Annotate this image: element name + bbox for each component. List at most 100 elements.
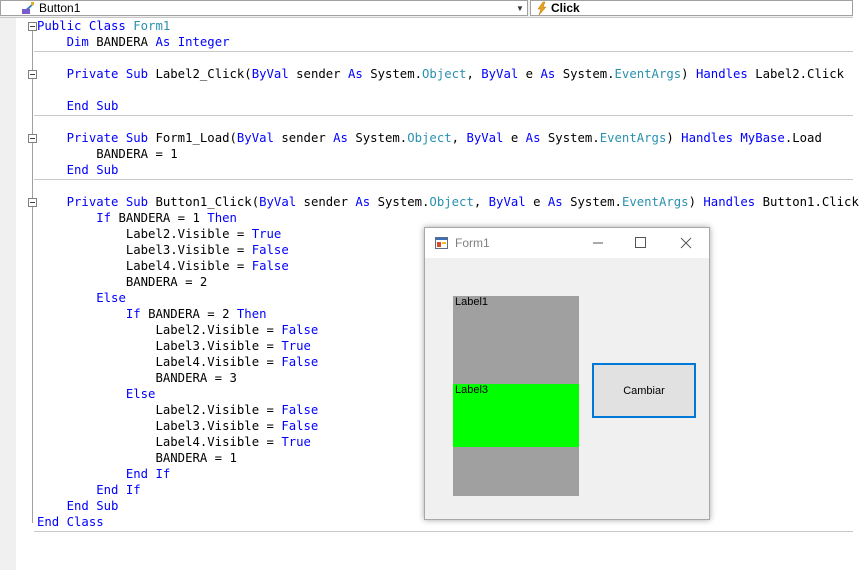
code-token: EventArgs — [599, 131, 667, 145]
button-component-icon — [22, 2, 34, 14]
code-line: Dim BANDERA As Integer — [37, 34, 230, 50]
code-token: Label2.Visible = — [37, 323, 282, 337]
form-window: Form1 Label1 Label3 Cambiar — [424, 227, 710, 520]
code-token: End Sub — [66, 99, 119, 113]
code-token: Label3.Visible = — [37, 339, 282, 353]
code-token: ByVal — [236, 131, 282, 145]
code-token: BANDERA = 1 — [37, 147, 178, 161]
code-token: Private Sub — [66, 195, 156, 209]
code-token — [37, 499, 67, 513]
code-line: Label2.Visible = False — [37, 402, 318, 418]
code-line: End Sub — [37, 162, 119, 178]
code-token: System. — [570, 195, 622, 209]
code-token: e — [510, 131, 526, 145]
code-token: End Sub — [66, 163, 119, 177]
code-token — [37, 387, 126, 401]
collapse-icon[interactable] — [28, 134, 37, 143]
event-selector-value: Click — [551, 1, 580, 15]
code-token: Button1.Click — [762, 195, 859, 209]
code-line: Else — [37, 290, 126, 306]
code-token: True — [281, 435, 311, 449]
code-token: sender — [281, 131, 334, 145]
code-token: Label4.Visible = — [37, 435, 282, 449]
code-token: BANDERA = 3 — [37, 371, 237, 385]
code-line: BANDERA = 3 — [37, 370, 237, 386]
procedure-separator — [34, 51, 853, 52]
code-line: End If — [37, 466, 170, 482]
code-token: Else — [125, 387, 156, 401]
code-token: sender — [303, 195, 356, 209]
code-token: Then — [236, 307, 267, 321]
object-selector-value: Button1 — [39, 1, 81, 15]
code-token: Label2_Click( — [155, 67, 252, 81]
close-icon[interactable] — [663, 228, 709, 258]
code-token: As — [347, 67, 371, 81]
code-token: False — [281, 355, 319, 369]
code-token: System. — [355, 131, 408, 145]
code-token: True — [281, 339, 311, 353]
lightning-event-icon — [537, 1, 547, 16]
code-token: System. — [370, 67, 423, 81]
code-token: As — [525, 131, 548, 145]
code-token: Object — [422, 67, 467, 81]
code-line: Label2.Visible = False — [37, 322, 318, 338]
code-line: Else — [37, 386, 156, 402]
code-token: Label2.Visible = — [37, 227, 252, 241]
outline-line — [32, 31, 33, 523]
code-token: False — [251, 259, 289, 273]
code-token: EventArgs — [621, 195, 689, 209]
code-token: System. — [547, 131, 600, 145]
code-line: End Sub — [37, 98, 119, 114]
code-token: BANDERA — [96, 35, 156, 49]
code-token: End If — [96, 483, 141, 497]
code-token: , — [466, 67, 482, 81]
code-token — [37, 163, 67, 177]
code-token: BANDERA = 2 — [37, 275, 208, 289]
collapse-icon[interactable] — [28, 22, 37, 31]
code-token: As — [540, 67, 563, 81]
code-token: Else — [96, 291, 126, 305]
code-token: ByVal — [466, 131, 511, 145]
code-token: Public Class — [37, 19, 134, 33]
dropdown-arrow-icon[interactable]: ▼ — [516, 4, 524, 13]
event-selector-dropdown[interactable]: Click — [530, 0, 853, 16]
code-line: End Class — [37, 514, 104, 530]
code-line: If BANDERA = 1 Then — [37, 210, 237, 226]
code-token: Label4.Visible = — [37, 259, 252, 273]
form-titlebar[interactable]: Form1 — [425, 228, 709, 258]
code-token: BANDERA = 1 — [37, 451, 237, 465]
code-line: Private Sub Button1_Click(ByVal sender A… — [37, 194, 859, 210]
procedure-separator — [34, 179, 853, 180]
code-line: Label3.Visible = False — [37, 242, 289, 258]
cambiar-button[interactable]: Cambiar — [592, 363, 696, 418]
maximize-icon[interactable] — [617, 228, 663, 258]
code-token: ) — [681, 67, 696, 81]
procedure-separator — [34, 115, 853, 116]
collapse-icon[interactable] — [28, 198, 37, 207]
code-token: Label3.Visible = — [37, 419, 282, 433]
code-token: ) — [688, 195, 704, 209]
code-token: True — [251, 227, 282, 241]
code-token: False — [251, 243, 289, 257]
code-token: Then — [207, 211, 237, 225]
code-token: e — [525, 67, 541, 81]
minimize-icon[interactable] — [575, 228, 621, 258]
code-line: Label3.Visible = False — [37, 418, 318, 434]
code-token: False — [281, 323, 319, 337]
object-selector-dropdown[interactable]: Button1 ▼ — [0, 0, 528, 16]
code-token: Handles — [703, 195, 763, 209]
code-token: Handles — [681, 131, 741, 145]
code-line: Label2.Visible = True — [37, 226, 282, 242]
code-token: Label3.Visible = — [37, 243, 252, 257]
code-token — [37, 99, 67, 113]
code-line: Public Class Form1 — [37, 18, 170, 34]
code-token: As — [355, 195, 378, 209]
collapse-icon[interactable] — [28, 70, 37, 79]
code-token: ByVal — [488, 195, 534, 209]
code-token — [37, 291, 96, 305]
code-token: End Class — [37, 515, 104, 529]
code-token: ByVal — [481, 67, 526, 81]
code-token — [37, 467, 126, 481]
code-token: If — [125, 307, 149, 321]
code-line: Label4.Visible = True — [37, 434, 311, 450]
